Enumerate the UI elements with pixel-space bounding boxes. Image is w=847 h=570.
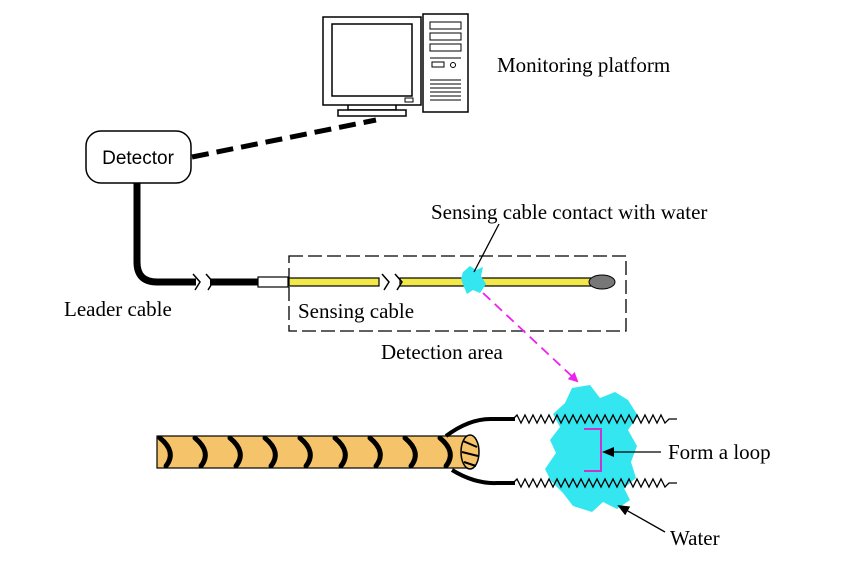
detection-area-box [288, 255, 627, 332]
water-contact-spot [461, 266, 486, 294]
cable-probe-tip [588, 274, 616, 290]
water-label: Water [670, 526, 720, 550]
sensing-cable [399, 277, 599, 287]
sensing-cable-label: Sensing cable [298, 299, 414, 323]
water-pointer-arrow [617, 505, 666, 533]
twisted-cable [156, 434, 480, 470]
computer-monitor-icon [322, 16, 422, 117]
zoom-arrow [482, 292, 579, 383]
lower-wire [450, 468, 515, 486]
computer-tower-icon [422, 13, 469, 113]
leader-cable [133, 183, 196, 286]
leader-cable-break [192, 273, 214, 291]
wireless-link [191, 117, 377, 160]
water-blob [545, 385, 638, 512]
cable-connector [257, 276, 289, 288]
sensing-cable-segment [288, 277, 380, 287]
lower-conductor [512, 477, 677, 489]
loop-bracket [584, 428, 602, 472]
detection-area-label: Detection area [381, 340, 504, 364]
contact-with-water-label: Sensing cable contact with water [431, 200, 707, 224]
contact-pointer-line [473, 223, 500, 273]
upper-wire [444, 416, 515, 438]
sensing-cable-break [381, 273, 403, 291]
form-a-loop-label: Form a loop [668, 440, 771, 464]
upper-conductor [512, 413, 677, 425]
detector-label: Detector [102, 148, 174, 169]
monitoring-platform-label: Monitoring platform [497, 53, 670, 77]
leader-cable-label: Leader cable [64, 297, 172, 321]
